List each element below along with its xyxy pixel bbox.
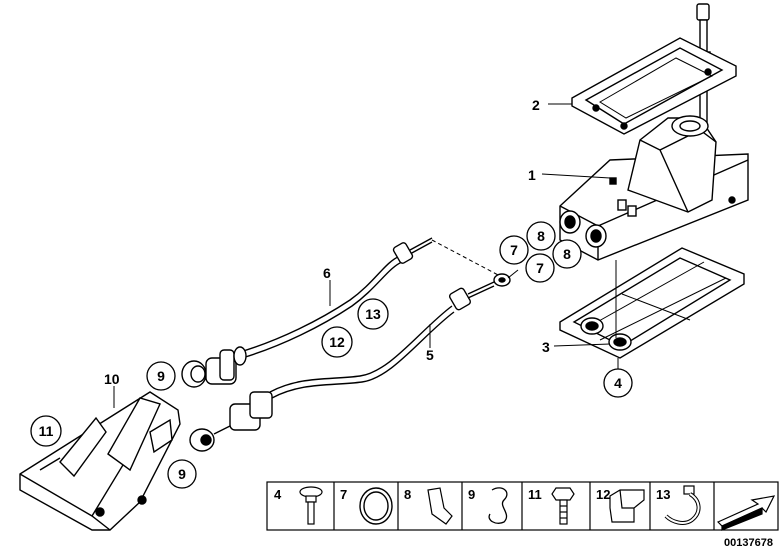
callout-circle-8b: 8	[552, 239, 582, 269]
callout-circle-11: 11	[30, 415, 62, 447]
drawing-code: 00137678	[724, 537, 773, 549]
circled-callouts: 4 8 7 8 7 13 12 9	[30, 221, 633, 489]
svg-text:4: 4	[274, 487, 282, 502]
svg-text:9: 9	[468, 487, 475, 502]
svg-text:13: 13	[656, 487, 670, 502]
callout-10: 10	[104, 371, 120, 387]
grommet-ring	[493, 273, 511, 287]
spring-clip-icon	[488, 487, 508, 524]
legend-cell-4: 4	[274, 486, 323, 525]
callout-labels: 1 2 3 5 6 10	[104, 97, 550, 387]
part-6-cable	[239, 237, 433, 359]
bracket-clip-icon	[609, 489, 645, 523]
callout-circle-4: 4	[603, 368, 633, 398]
legend-cell-11: 11	[528, 487, 575, 525]
callout-circle-12: 12	[321, 326, 353, 358]
svg-text:11: 11	[39, 423, 54, 439]
callout-circle-9a: 9	[146, 361, 176, 391]
svg-text:7: 7	[340, 487, 347, 502]
legend-cell-12: 12	[596, 487, 645, 523]
callout-circle-9b: 9	[167, 459, 197, 489]
bolt-icon	[299, 486, 323, 525]
svg-text:7: 7	[536, 260, 544, 276]
callout-5: 5	[426, 347, 434, 363]
callout-circle-7a: 7	[499, 235, 529, 265]
svg-text:12: 12	[329, 334, 345, 350]
leader-lines	[113, 103, 619, 408]
callout-3: 3	[542, 339, 550, 355]
callout-circle-13: 13	[357, 298, 389, 330]
callout-circle-8a: 8	[526, 221, 556, 251]
svg-text:8: 8	[537, 228, 545, 244]
cable-tie-icon	[664, 485, 701, 525]
callout-2: 2	[532, 97, 540, 113]
callout-circle-7b: 7	[525, 253, 555, 283]
svg-text:13: 13	[365, 306, 381, 322]
legend-cell-7: 7	[340, 487, 393, 525]
cable-end-lower	[189, 391, 273, 452]
svg-text:4: 4	[614, 375, 622, 391]
legend-cell-8: 8	[404, 487, 453, 525]
part-2-gasket	[571, 37, 737, 135]
clip-icon	[427, 487, 453, 525]
svg-text:7: 7	[510, 242, 518, 258]
svg-text:9: 9	[178, 466, 186, 482]
part-1-housing	[559, 115, 749, 261]
callout-1: 1	[528, 167, 536, 183]
legend-arrow-icon	[716, 495, 776, 531]
o-ring-icon	[359, 487, 393, 525]
part-10-bracket	[19, 391, 181, 531]
svg-text:9: 9	[157, 368, 165, 384]
legend-cell-13: 13	[656, 485, 701, 525]
legend-cell-9: 9	[468, 487, 508, 524]
svg-text:8: 8	[404, 487, 411, 502]
svg-text:11: 11	[528, 487, 542, 502]
svg-text:12: 12	[596, 487, 610, 502]
part-3-cover-plate	[559, 247, 745, 359]
cable-end-upper	[181, 346, 247, 388]
hex-bolt-icon	[551, 487, 575, 525]
svg-text:8: 8	[563, 246, 571, 262]
cable-6-dashed-link	[431, 239, 501, 277]
part-5-cable	[269, 281, 495, 399]
callout-6: 6	[323, 265, 331, 281]
